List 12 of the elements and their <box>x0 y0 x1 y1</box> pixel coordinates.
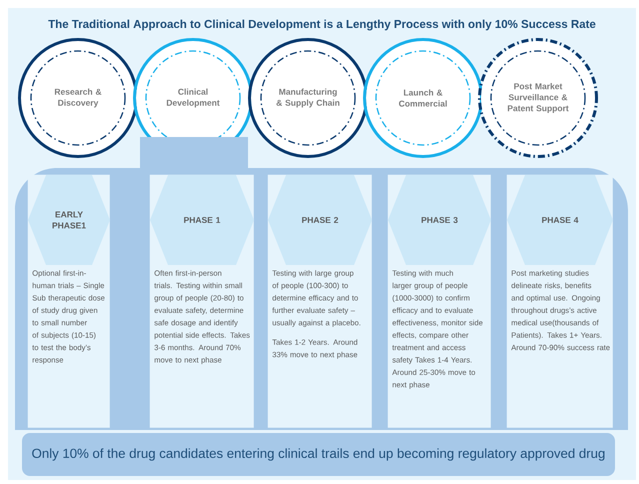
phase-heading: PHASE 2 <box>302 217 338 223</box>
phase-card <box>506 174 613 428</box>
phase-card <box>150 174 254 428</box>
phase-card <box>268 174 372 428</box>
phase-heading: PHASE 1 <box>184 217 220 223</box>
phase-heading: PHASE 4 <box>542 217 578 223</box>
summary-banner: Only 10% of the drug candidates entering clinical trails end up becoming regulatory approved drug <box>22 433 615 476</box>
phase-heading: EARLY PHASE1 <box>52 212 86 228</box>
phase-card <box>388 174 491 428</box>
phase-heading: PHASE 3 <box>422 217 458 224</box>
phase-card <box>28 174 110 428</box>
title: The Traditional Approach to Clinical Development is a Lengthy Process with only 10% Success Rate <box>48 20 596 30</box>
